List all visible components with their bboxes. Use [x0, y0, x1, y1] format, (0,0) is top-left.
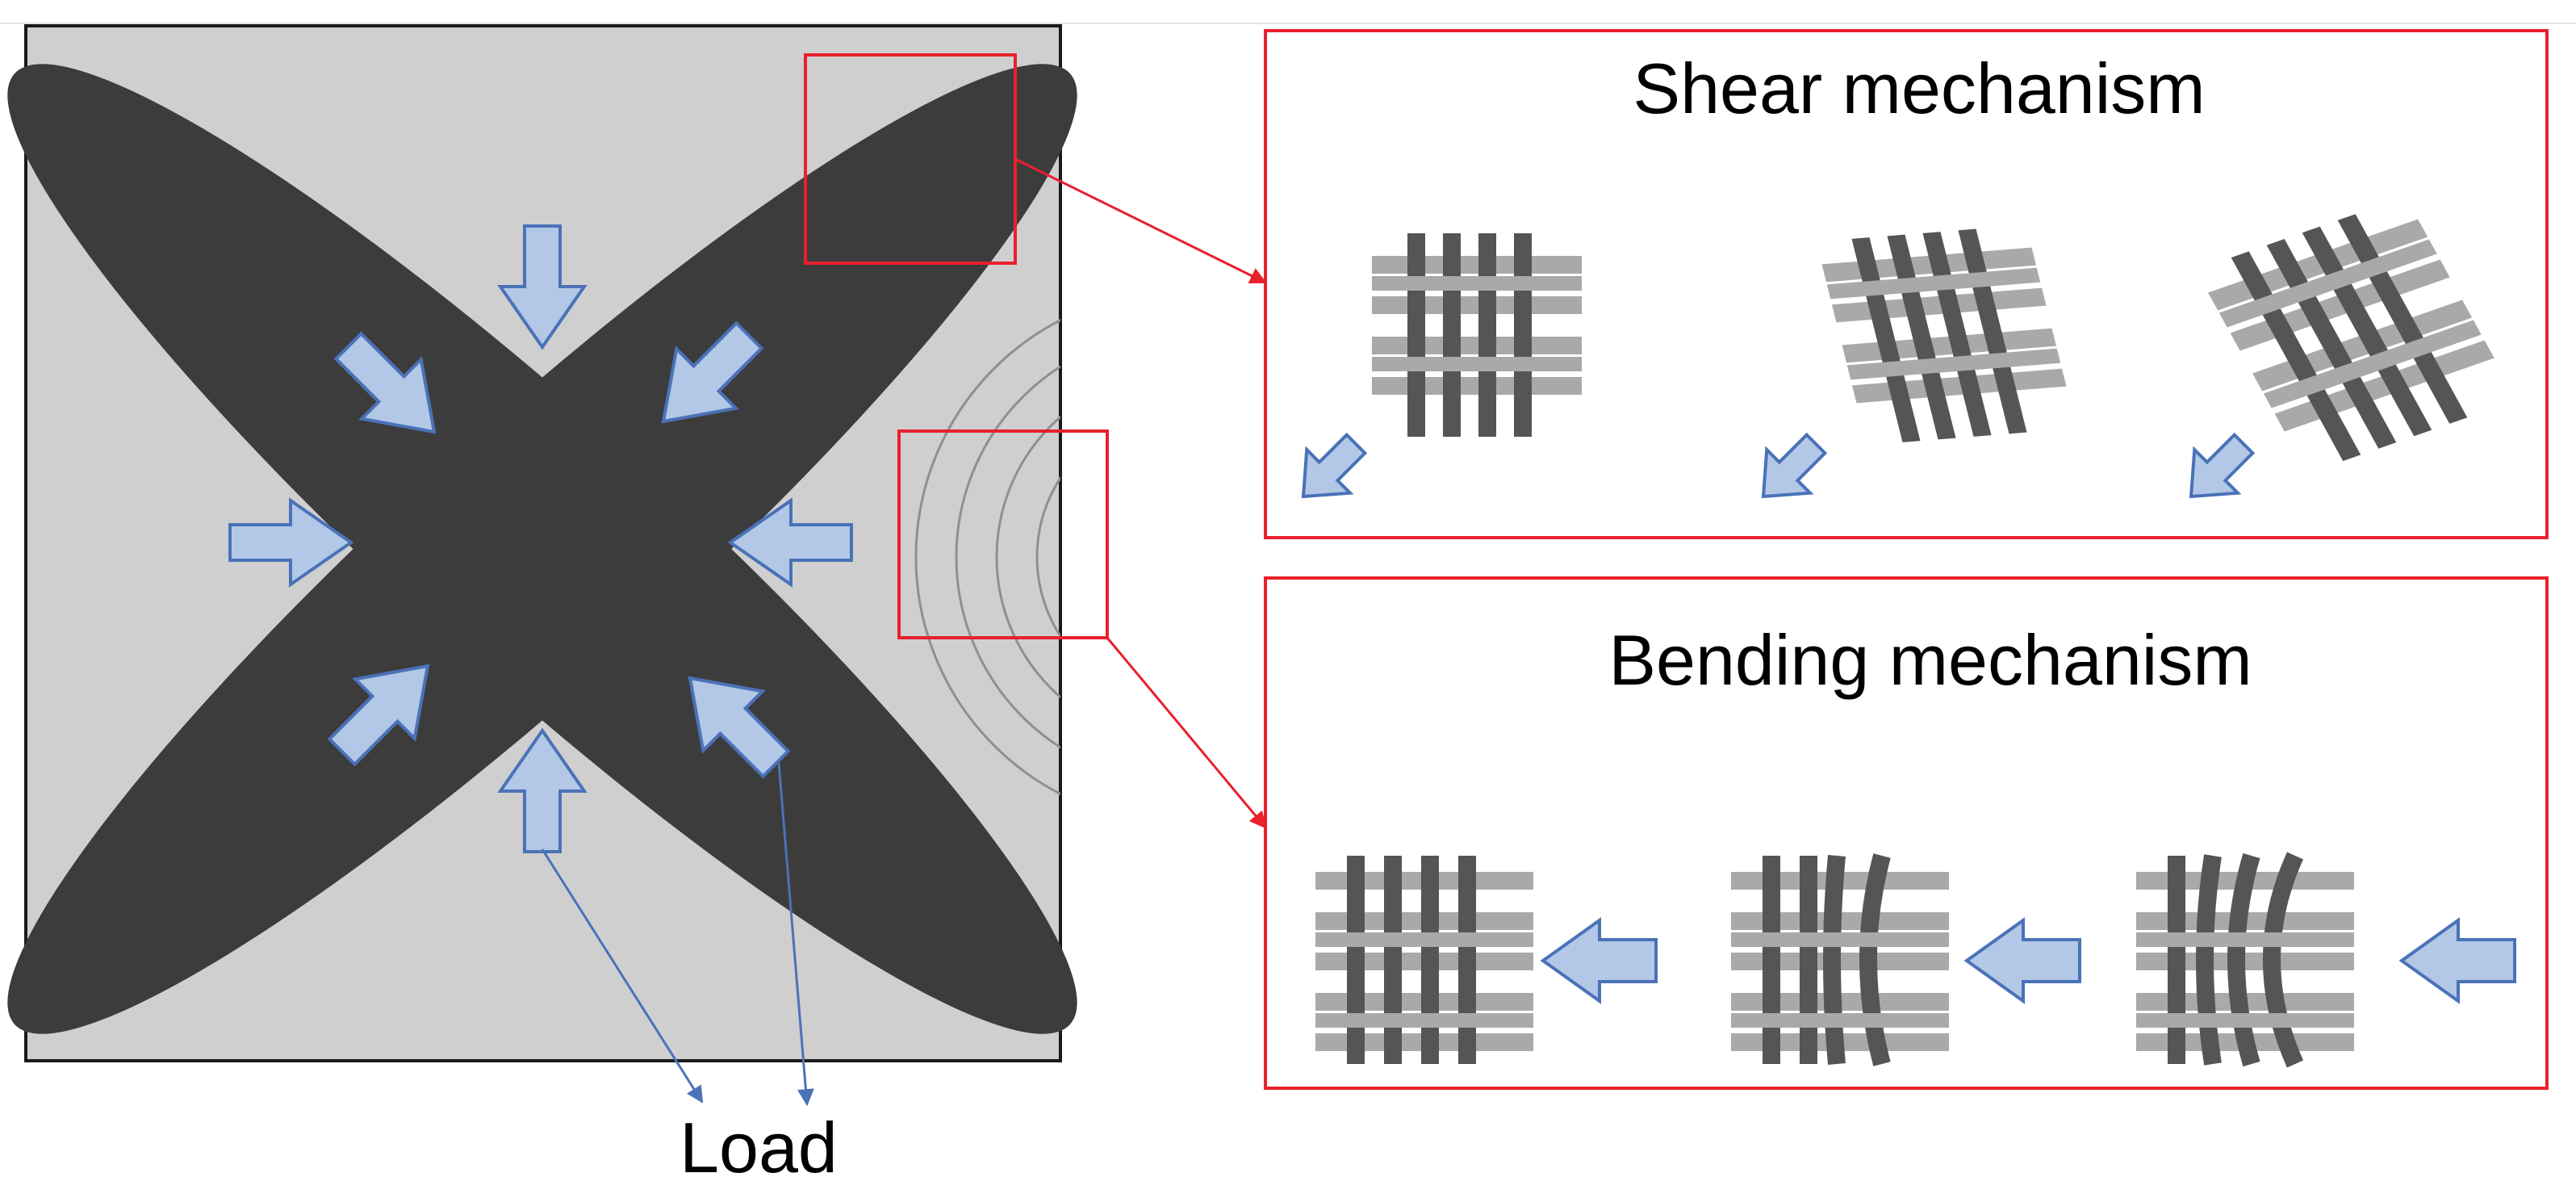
- bending-arrow-2: [1963, 917, 2081, 1004]
- load-arrow-right: [727, 497, 853, 588]
- bending-mechanism-panel: Bending mechanism: [1264, 576, 2549, 1090]
- shear-panel-title: Shear mechanism: [1633, 48, 2205, 128]
- load-arrow-lower-left: [327, 664, 430, 767]
- bending-stage-1: [1315, 856, 1658, 1064]
- cross-shaped-inclusion: [7, 64, 1077, 1034]
- weave-straight: [1315, 856, 1533, 1064]
- load-arrow-bottom: [497, 727, 588, 853]
- load-arrows: [228, 224, 853, 853]
- specimen-panel: Load: [7, 24, 1267, 1188]
- bending-region-frame: [897, 429, 1109, 639]
- weave-moderately-sheared: [1821, 228, 2067, 442]
- stress-contour-lines: [914, 318, 1060, 796]
- load-arrow-top: [497, 224, 588, 350]
- shear-stage-3: [2189, 214, 2494, 499]
- load-arrow-upper-right: [661, 320, 764, 424]
- load-arrow-lower-right: [688, 676, 791, 779]
- bending-stage-2: [1731, 853, 2081, 1066]
- shear-arrow-1: [1301, 432, 1368, 499]
- top-rule: [0, 23, 2576, 24]
- load-arrow-upper-left: [333, 331, 437, 434]
- shear-stage-1: [1301, 233, 1582, 499]
- weave-slightly-buckled: [1731, 853, 1949, 1066]
- bending-arrow-3: [2398, 917, 2516, 1004]
- bending-arrow-1: [1540, 917, 1658, 1004]
- bending-stage-3: [2136, 852, 2516, 1068]
- ellipse-lobe-ne-sw: [7, 64, 1077, 1034]
- shear-stage-2: [1761, 228, 2067, 499]
- load-leader-lines: [541, 762, 814, 1107]
- weave-strongly-buckled: [2136, 852, 2354, 1068]
- load-arrow-left: [228, 497, 354, 588]
- shear-mechanism-panel: Shear mechanism: [1264, 29, 2549, 539]
- shear-arrow-3: [2189, 432, 2256, 499]
- bending-panel-title: Bending mechanism: [1608, 620, 2252, 700]
- weave-strongly-sheared: [2208, 214, 2494, 462]
- load-label: Load: [680, 1108, 838, 1188]
- weave-undeformed: [1372, 233, 1582, 437]
- callout-lines: [1014, 157, 1267, 829]
- shear-arrow-2: [1761, 432, 1828, 499]
